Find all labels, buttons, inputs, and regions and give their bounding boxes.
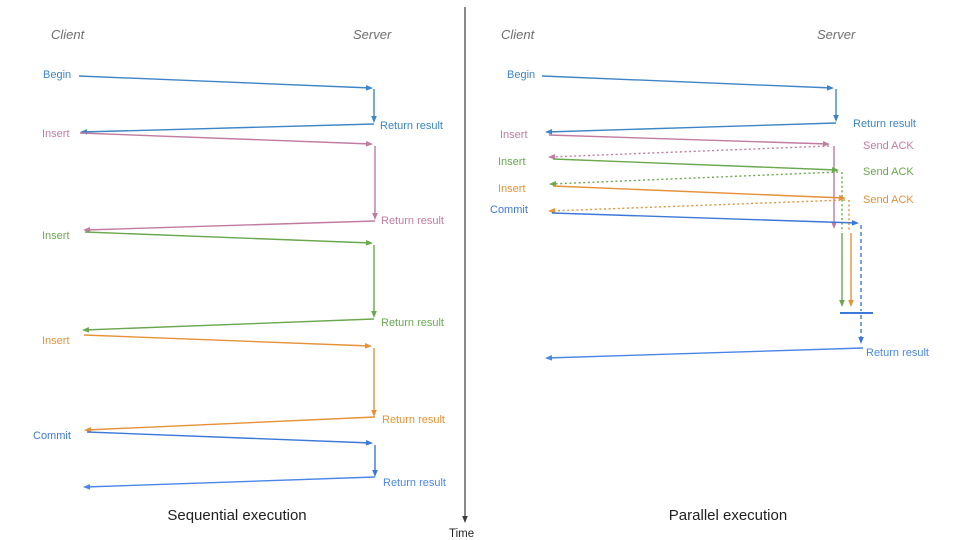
par-insert3-request-arrowhead-icon [838,194,846,201]
seq-client-header: Client [51,27,86,42]
par-commit-request [551,212,859,226]
seq-commit-process [372,445,378,477]
seq-insert2-process [371,245,377,318]
seq-insert2-label: Insert [42,230,70,242]
par-insert2-request [552,158,839,173]
par-begin-label: Begin [507,69,535,81]
par-insert3-ack-arrowhead-icon [548,208,556,214]
par-insert1-request [548,134,830,147]
par-commit-request-arrowhead-icon [851,220,859,226]
seq-commit-request-arrowhead-icon [365,440,373,446]
par-insert2-ack [549,171,839,187]
time-axis-label: Time [449,528,474,540]
par-insert3-label: Insert [498,183,526,195]
seq-return5-label: Return result [383,477,446,489]
seq-return2-label: Return result [381,215,444,227]
par-insert3-request [552,185,846,201]
seq-insert2-process-arrowhead-icon [371,311,377,318]
par-insert3-process-arrowhead-icon [848,300,854,307]
par-ack2-label: Send ACK [863,166,914,178]
seq-commit-return [83,476,376,490]
par-commit-label: Commit [490,204,528,216]
seq-begin-request-arrowhead-icon [365,84,373,91]
seq-insert1-request-arrowhead-icon [365,141,373,147]
par-commit-process [858,315,864,344]
seq-insert2-request-arrowhead-icon [365,240,373,246]
seq-return4-label: Return result [382,414,445,426]
par-insert2-process [839,233,845,307]
par-insert1-ack-arrowhead-icon [548,154,556,160]
par-insert1-ack [548,145,830,160]
seq-begin-process-arrowhead-icon [371,116,377,123]
par-begin-return-arrowhead-icon [545,129,553,135]
par-return1-label: Return result [853,118,916,130]
par-begin-request [541,75,834,91]
sequential-title: Sequential execution [167,507,306,524]
seq-insert3-process [371,348,377,417]
seq-commit-label: Commit [33,430,71,442]
par-insert2-ack-arrowhead-icon [549,180,557,187]
par-begin-process [833,89,839,122]
parallel-title: Parallel execution [669,507,787,524]
seq-insert1-request [79,132,373,147]
par-insert3-ack [548,199,846,214]
seq-insert1-return [83,220,376,233]
seq-insert3-return [84,416,376,433]
seq-insert3-process-arrowhead-icon [371,410,377,417]
par-insert2-request-arrowhead-icon [831,167,839,173]
par-commit-return-arrowhead-icon [545,355,553,361]
par-begin-return [545,122,837,135]
par-insert1-process-arrowhead-icon [831,222,837,229]
par-begin-process-arrowhead-icon [833,115,839,122]
seq-insert1-return-arrowhead-icon [83,227,91,233]
par-insert1-request-arrowhead-icon [822,141,830,147]
seq-insert1-process-arrowhead-icon [372,213,378,220]
par-insert2-process-arrowhead-icon [839,300,845,307]
par-begin-request-arrowhead-icon [826,84,834,91]
seq-commit-request [86,431,373,446]
seq-insert3-request-arrowhead-icon [364,343,372,349]
seq-server-header: Server [353,27,392,42]
par-ack1-label: Send ACK [863,140,914,152]
seq-insert2-return-arrowhead-icon [82,327,90,333]
seq-begin-request [78,75,373,91]
par-server-header: Server [817,27,856,42]
seq-insert3-label: Insert [42,335,70,347]
seq-insert1-label: Insert [42,128,70,140]
seq-begin-process [371,89,377,123]
par-insert3-process [848,233,854,307]
par-insert2-label: Insert [498,156,526,168]
seq-insert3-request [83,334,372,349]
seq-insert2-request [84,231,373,246]
seq-return3-label: Return result [381,317,444,329]
par-ack3-label: Send ACK [863,194,914,206]
seq-begin-return [80,123,375,135]
seq-begin-label: Begin [43,69,71,81]
par-insert1-process [831,146,837,229]
par-client-header: Client [501,27,536,42]
seq-insert2-return [82,318,375,333]
par-commit-process-arrowhead-icon [858,337,864,344]
seq-return1-label: Return result [380,120,443,132]
par-insert1-label: Insert [500,129,528,141]
par-return2-label: Return result [866,347,929,359]
seq-commit-return-arrowhead-icon [83,484,91,490]
seq-commit-process-arrowhead-icon [372,470,378,477]
par-commit-return [545,347,864,361]
time-axis-arrowhead-icon [462,516,468,523]
seq-insert3-return-arrowhead-icon [84,426,92,433]
seq-insert1-process [372,146,378,220]
time-axis [462,7,468,523]
